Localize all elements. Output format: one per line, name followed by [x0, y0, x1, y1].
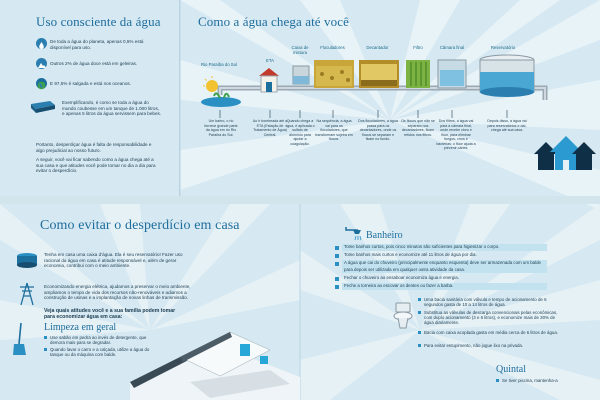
decanter-tank: [358, 56, 400, 90]
cleaning-item-soap: Use sabão em pedra ao invés de detergent…: [44, 335, 160, 345]
toilet-icon: [392, 302, 416, 330]
toilet-item-no-trash: Para evitar entupimento, não jogue lixo …: [418, 343, 566, 348]
bath-item-close-shower-text: Fechar o chuveiro ao ensaboar economiza …: [344, 275, 459, 280]
stage-label-eta: ETA: [265, 58, 275, 63]
stage-desc-decanter: Dos floculadores, a água passa para os d…: [358, 119, 398, 141]
tip-water-tank-text: Tenha em casa uma caixa d'água. Ela é se…: [44, 252, 183, 269]
bathroom-panel: Banheiro Tome banhos curtos, pois cinco …: [300, 204, 600, 400]
water-drop-icon: [36, 38, 47, 50]
stage-label-reservoir: Reservatório: [490, 45, 516, 50]
tips-panel: Como evitar o desperdício em casa Tenha …: [0, 204, 300, 400]
bath-item-tap-text: Feche a torneira ao escovar os dentes ou…: [344, 283, 454, 288]
stage-label-final-chamber: Câmara final: [439, 45, 465, 50]
cleaning-item-car: Quando lavar o carro e a calçada, utiliz…: [44, 347, 160, 357]
stage-desc-river: Um bairro, o rio fornece grande parte da…: [204, 119, 238, 137]
stage-desc-eta: Ao ir bombeada até a ETA (Estação de Tra…: [252, 119, 288, 137]
bath-item-short-shower: Tome banhos curtos, pois cinco minutos s…: [335, 244, 547, 251]
pool-icon: [30, 100, 56, 114]
bath-item-bucket-text: A água que cai do chuveiro (principalmen…: [344, 260, 541, 272]
bath-item-bucket: A água que cai do chuveiro (principalmen…: [335, 260, 547, 273]
houses-illustration: [532, 132, 596, 172]
bath-item-tap: Feche a torneira ao escovar os dentes ou…: [335, 283, 547, 290]
stage-desc-flocculators: Na sequência, a água vai para os flocula…: [315, 119, 353, 141]
globe-icon: [36, 78, 47, 90]
stage-desc-filter: Os flocos que não se separam nos decanta…: [401, 119, 435, 137]
stage-desc-final-chamber: Dos filtros, a água vai para a câmara fi…: [436, 119, 476, 150]
fact-text-example: Exemplificando, é como se toda a água do…: [62, 100, 162, 117]
paragraph-responsibility: Portanto, desperdiçar água é falta de re…: [36, 142, 152, 153]
bath-item-save-liters: Tome banhos mais curtos e economize até …: [335, 252, 547, 259]
fact-text-glaciers: Outros 2% de água doce está em geleiras.: [50, 61, 138, 66]
toilet-item-valve: Uma bacia sanitária com válvula e tempo …: [418, 297, 566, 307]
tips-question: Veja quais atitudes você e a sua família…: [44, 308, 176, 321]
fact-text-oceans: E 97,5% é salgada e está nos oceanos.: [50, 81, 131, 86]
river-illustration: [200, 72, 242, 108]
water-tank-icon: [16, 252, 38, 268]
process-title: Como a água chega até você: [198, 14, 349, 29]
transmission-tower-icon: [18, 282, 36, 306]
bathroom-title: Banheiro: [366, 230, 403, 241]
cleaning-title: Limpeza em geral: [44, 322, 117, 333]
bath-item-short-shower-text: Tome banhos curtos, pois cinco minutos s…: [344, 244, 500, 249]
flocculator-tanks: [313, 56, 355, 90]
yard-title: Quintal: [496, 364, 526, 375]
final-chamber-tank: [437, 56, 467, 90]
bath-item-save-liters-text: Tome banhos mais curtos e economize até …: [344, 252, 477, 257]
broom-icon: [12, 322, 28, 356]
stage-label-decanter: Decantador: [366, 45, 389, 50]
reservoir-tank: [478, 52, 536, 98]
stage-desc-mixing-box: Quando chega a água, é aplicada o sulfat…: [285, 119, 315, 146]
house-floorplan-illustration: [130, 331, 300, 400]
filter-tank: [405, 56, 431, 90]
yard-item-pool: Se tiver piscina, mantenha-a: [496, 378, 582, 383]
glacier-icon: [36, 58, 47, 69]
bath-item-close-shower: Fechar o chuveiro ao ensaboar economiza …: [335, 275, 547, 282]
water-facts-panel: Uso consciente da água De toda a água do…: [0, 0, 180, 196]
tip-energy-text: Economizando energia elétrica, ajudamos …: [44, 284, 191, 301]
stage-label-filter: Filtro: [413, 45, 423, 50]
stage-desc-reservoir: Depois disso, a água vai para reservatór…: [487, 119, 527, 132]
water-facts-title: Uso consciente da água: [36, 14, 161, 29]
mixing-box: [291, 62, 311, 86]
fact-text-fresh-water: De toda a água do planeta, apenas 0,5% e…: [50, 39, 144, 50]
tips-title: Como evitar o desperdício em casa: [40, 218, 240, 233]
stage-timeline: [219, 110, 508, 118]
shower-icon: [344, 226, 362, 242]
paragraph-next: A seguir, você vai ficar sabendo como a …: [36, 157, 156, 174]
toilet-item-replace-valve: Substitua as válvulas de descarga conven…: [418, 310, 566, 326]
stage-label-flocculators: Floculadores: [320, 45, 345, 50]
stage-label-mixing-box: Caixa de mistura: [291, 45, 309, 55]
stage-label-river: Rio Paraíba do Sul: [200, 62, 238, 67]
eta-building: [258, 66, 280, 94]
toilet-item-coupled-tank: Bacia com caixa acoplada gasta em média …: [418, 330, 566, 335]
